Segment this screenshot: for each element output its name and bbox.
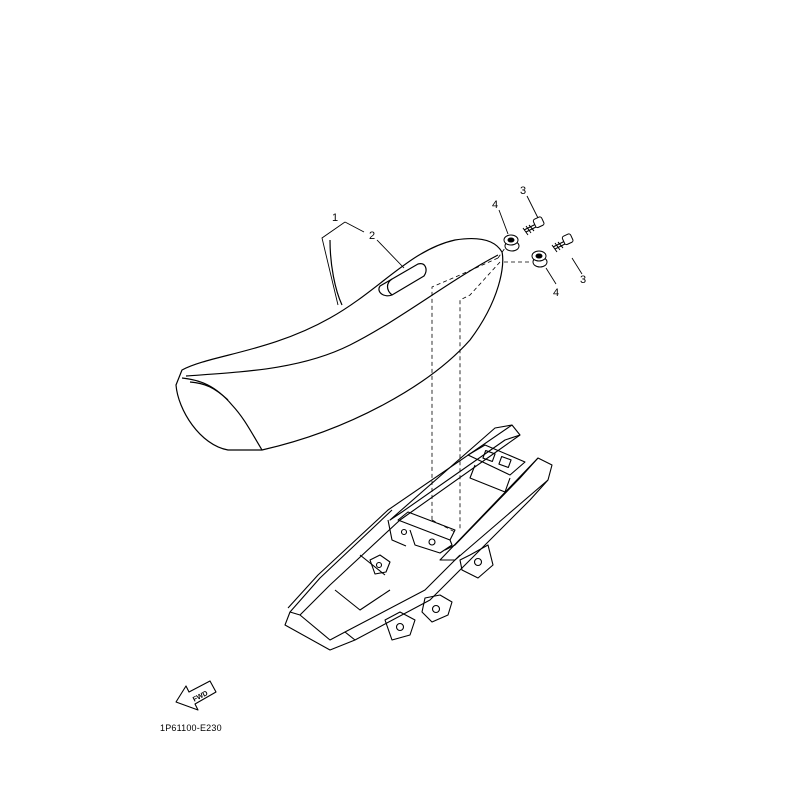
callout-seat: 1 bbox=[332, 212, 338, 224]
frame bbox=[284, 424, 553, 651]
callout-collar-lower: 4 bbox=[553, 287, 559, 299]
seat bbox=[175, 237, 504, 451]
hardware bbox=[503, 216, 574, 268]
bolt-upper bbox=[522, 216, 545, 236]
diagram-code: 1P61100-E230 bbox=[160, 723, 222, 733]
mounting-lines bbox=[431, 247, 532, 533]
callout-collar-upper: 4 bbox=[492, 199, 498, 211]
callout-strap: 2 bbox=[369, 230, 375, 242]
forward-arrow-icon: FWD bbox=[175, 680, 217, 711]
collar-lower bbox=[531, 250, 548, 268]
bolt-lower bbox=[551, 233, 574, 253]
collar-upper bbox=[503, 234, 520, 252]
leader-lines bbox=[321, 195, 583, 306]
callout-bolt-upper: 3 bbox=[520, 185, 526, 197]
callout-bolt-lower: 3 bbox=[580, 274, 586, 286]
